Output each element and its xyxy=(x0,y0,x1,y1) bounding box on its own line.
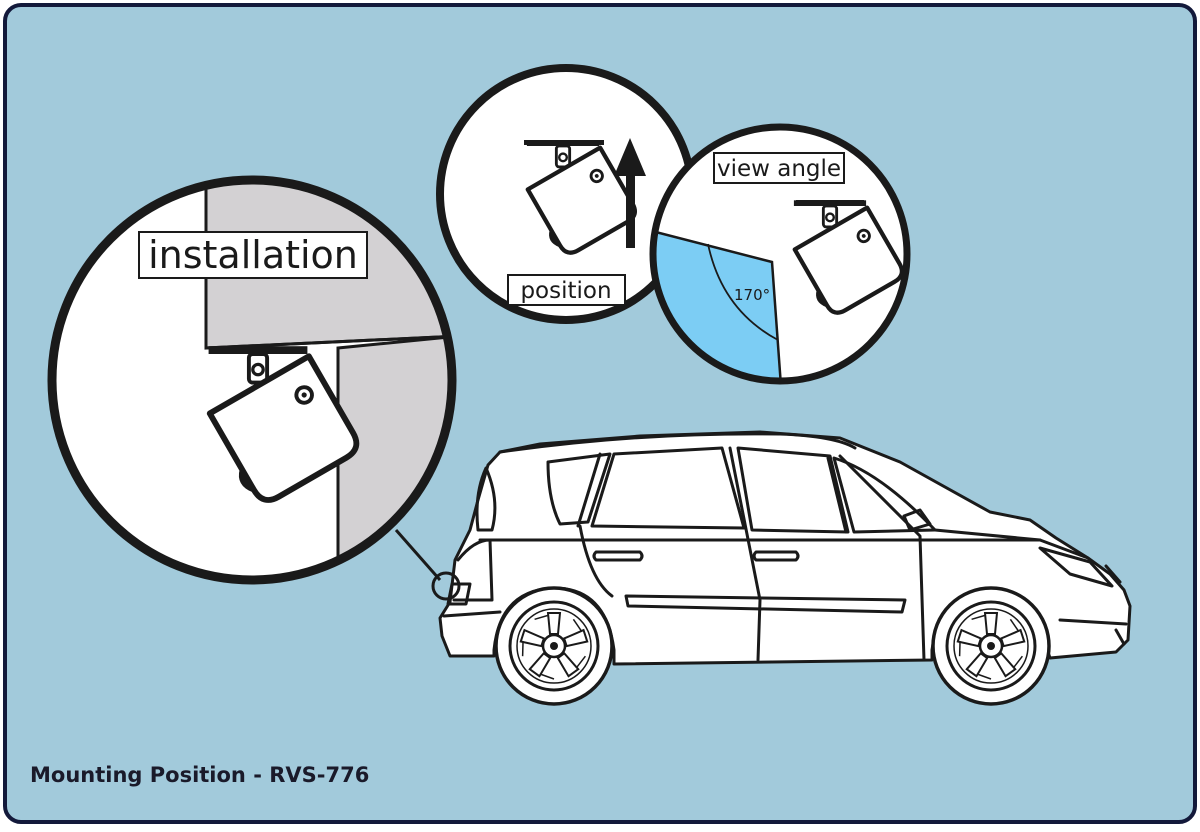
front-wheel xyxy=(931,586,1051,706)
position-label-box xyxy=(507,274,626,306)
view-bar xyxy=(796,200,864,205)
position-bar xyxy=(524,140,604,145)
leader-line xyxy=(394,529,442,581)
camera-location-marker xyxy=(431,571,461,601)
angle-value: 170° xyxy=(734,286,770,304)
rear-wheel xyxy=(494,586,614,706)
view-angle-label-box xyxy=(713,152,845,184)
position-label: position xyxy=(520,278,611,304)
installation-label: installation xyxy=(148,233,358,277)
view-angle-label: view angle xyxy=(717,156,841,182)
up-arrow-icon xyxy=(614,138,646,248)
angle-arc xyxy=(707,243,779,341)
installation-label-box xyxy=(138,231,368,279)
caption: Mounting Position - RVS-776 xyxy=(30,763,369,787)
